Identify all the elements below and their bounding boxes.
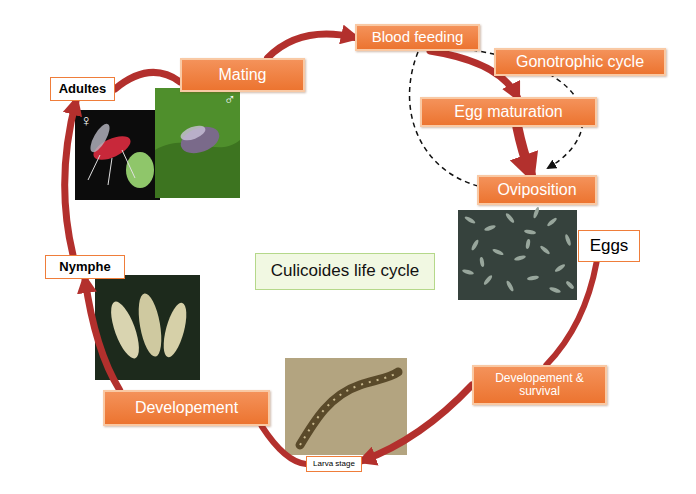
cycle-arrow: [115, 72, 180, 89]
pupa: [159, 301, 191, 360]
pupa: [135, 292, 166, 359]
node-text: Developement & survival: [478, 372, 601, 398]
sex-symbol: ♀: [80, 113, 92, 129]
adult-male-photo: [155, 88, 240, 198]
midge-legs: [88, 150, 135, 185]
node-text: Developement: [135, 399, 238, 417]
midge-body: [177, 122, 223, 158]
node-text: Egg maturation: [454, 103, 563, 121]
node-text: Gonotrophic cycle: [516, 53, 644, 71]
node-text: Eggs: [590, 237, 629, 256]
cycle-arrow: [517, 127, 531, 175]
egg-cluster: [462, 206, 575, 294]
cycle-arrow: [362, 385, 472, 461]
stage-label-box: Adultes: [50, 77, 115, 101]
pupa: [105, 298, 144, 361]
process-box: Mating: [180, 58, 305, 92]
node-text: Mating: [218, 66, 266, 84]
leaf-blob: [126, 152, 154, 188]
sex-symbol: ♂: [224, 92, 236, 108]
stage-label-box: Larva stage: [306, 456, 362, 472]
node-text: Adultes: [59, 82, 107, 96]
title-box: Culicoides life cycle: [255, 253, 435, 290]
larva-body: [300, 372, 398, 445]
process-box: Developement: [103, 390, 270, 426]
process-box: Egg maturation: [420, 97, 597, 127]
eggs-photo: [458, 210, 577, 300]
stage-label-box: Eggs: [578, 230, 640, 262]
node-text: Nymphe: [59, 260, 110, 274]
midge-wing: [179, 123, 208, 143]
larva-segments: [300, 372, 398, 445]
stage-label-box: Nymphe: [45, 255, 125, 279]
node-text: Culicoides life cycle: [271, 262, 419, 281]
process-box: Oviposition: [477, 175, 597, 205]
larva-photo: [285, 358, 407, 455]
cycle-arrow: [85, 279, 120, 390]
cycle-arrow: [268, 34, 356, 58]
cycle-arrow: [262, 426, 306, 464]
node-text: Blood feeding: [372, 29, 464, 46]
adult-female-photo: [75, 110, 160, 200]
nymphe-photo: [95, 275, 200, 380]
process-box: Blood feeding: [355, 24, 480, 51]
cycle-arrow: [546, 262, 596, 365]
cycle-box: Gonotrophic cycle: [494, 48, 666, 76]
node-text: Larva stage: [313, 460, 355, 469]
process-box: Developement & survival: [472, 365, 607, 405]
cycle-arrow: [65, 101, 76, 255]
node-text: Oviposition: [497, 181, 576, 199]
